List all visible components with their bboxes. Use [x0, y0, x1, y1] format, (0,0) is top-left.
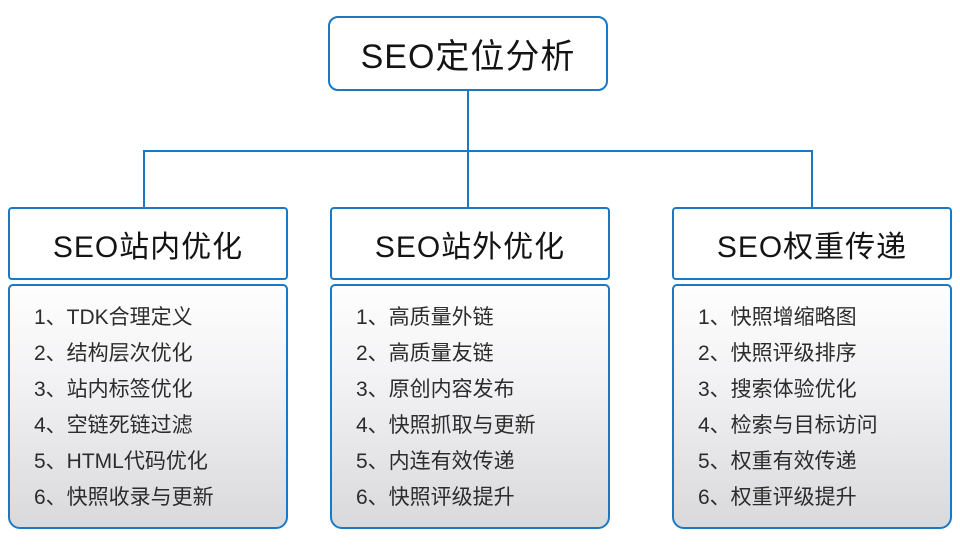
list-item: 1、TDK合理定义: [34, 306, 193, 329]
branch-header-offsite: SEO站外优化: [330, 207, 610, 280]
branch-offsite-optimization: SEO站外优化 1、高质量外链 2、高质量友链 3、原创内容发布 4、快照抓取与…: [330, 207, 610, 529]
list-item: 2、结构层次优化: [34, 342, 193, 365]
list-item: 2、快照评级排序: [698, 342, 857, 365]
list-item: 5、权重有效传递: [698, 450, 857, 473]
branch-title: SEO站外优化: [374, 230, 566, 264]
list-item: 3、站内标签优化: [34, 378, 193, 401]
list-item: 3、搜索体验优化: [698, 378, 857, 401]
branch-title: SEO权重传递: [716, 230, 908, 264]
connector-horizontal: [143, 150, 813, 152]
list-item: 4、检索与目标访问: [698, 414, 878, 437]
branch-header-onsite: SEO站内优化: [8, 207, 288, 280]
list-item: 6、快照评级提升: [356, 486, 515, 509]
branch-header-weight: SEO权重传递: [672, 207, 952, 280]
branch-title: SEO站内优化: [52, 230, 244, 264]
root-node-label: SEO定位分析: [360, 38, 576, 76]
list-item: 1、高质量外链: [356, 306, 494, 329]
branch-panel-weight: 1、快照增缩略图 2、快照评级排序 3、搜索体验优化 4、检索与目标访问 5、权…: [672, 284, 952, 529]
connector-drop-weight: [811, 150, 813, 208]
list-item: 3、原创内容发布: [356, 378, 515, 401]
list-item: 1、快照增缩略图: [698, 306, 857, 329]
list-item: 4、快照抓取与更新: [356, 414, 536, 437]
root-node-seo-positioning: SEO定位分析: [328, 16, 608, 91]
connector-drop-offsite: [467, 150, 469, 208]
list-item: 6、快照收录与更新: [34, 486, 214, 509]
list-item: 2、高质量友链: [356, 342, 494, 365]
list-item: 6、权重评级提升: [698, 486, 857, 509]
list-item: 4、空链死链过滤: [34, 414, 193, 437]
list-item: 5、内连有效传递: [356, 450, 515, 473]
connector-drop-onsite: [143, 150, 145, 208]
connector-root-vertical: [467, 91, 469, 151]
branch-panel-offsite: 1、高质量外链 2、高质量友链 3、原创内容发布 4、快照抓取与更新 5、内连有…: [330, 284, 610, 529]
list-item: 5、HTML代码优化: [34, 450, 208, 473]
branch-onsite-optimization: SEO站内优化 1、TDK合理定义 2、结构层次优化 3、站内标签优化 4、空链…: [8, 207, 288, 529]
branch-weight-transfer: SEO权重传递 1、快照增缩略图 2、快照评级排序 3、搜索体验优化 4、检索与…: [672, 207, 952, 529]
branch-panel-onsite: 1、TDK合理定义 2、结构层次优化 3、站内标签优化 4、空链死链过滤 5、H…: [8, 284, 288, 529]
